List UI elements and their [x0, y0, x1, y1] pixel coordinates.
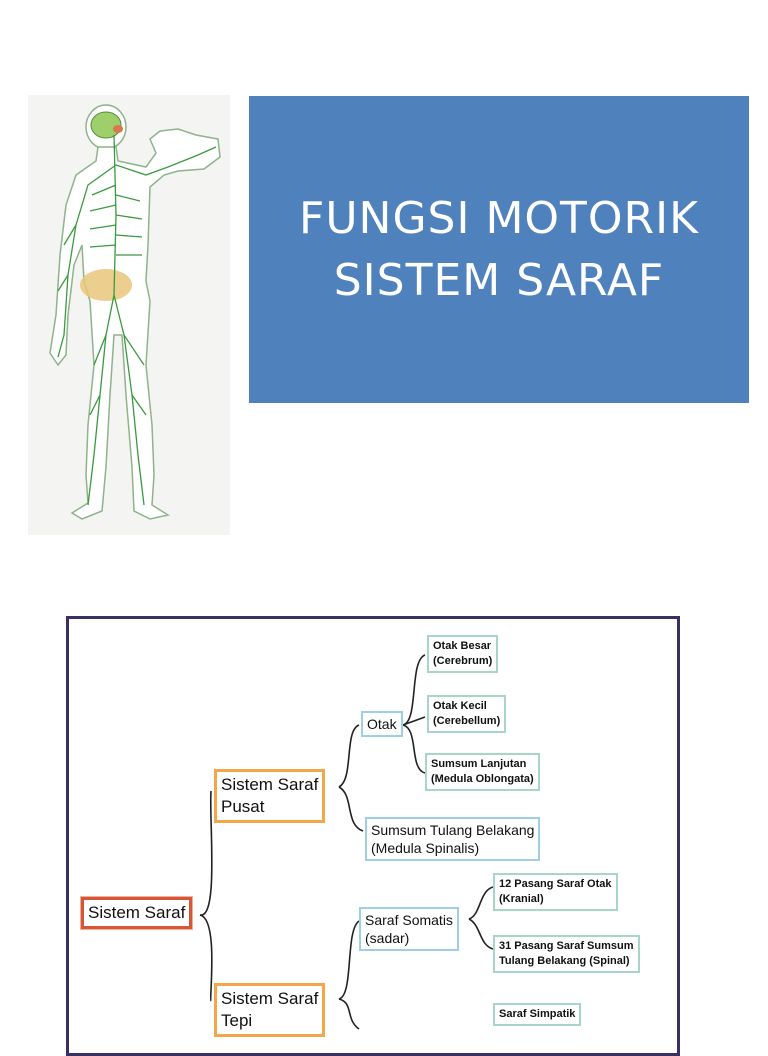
title-line-1: FUNGSI MOTORIK [299, 192, 699, 244]
node-otak-besar: Otak Besar (Cerebrum) [427, 635, 499, 673]
human-body-illustration [49, 104, 221, 520]
title-line-2: SISTEM SARAF [333, 254, 665, 306]
connector-lines [199, 654, 494, 1030]
node-saraf-simpatik: Saraf Simpatik [493, 1003, 582, 1026]
node-otak: Otak [361, 711, 403, 737]
node-sistem-saraf-pusat: Sistem Saraf Pusat [214, 769, 326, 823]
title-box: FUNGSI MOTORIK SISTEM SARAF [249, 96, 749, 403]
node-sistem-saraf-tepi: Sistem Saraf Tepi [214, 983, 326, 1037]
node-sumsum-tulang-belakang: Sumsum Tulang Belakang (Medula Spinalis) [365, 817, 541, 861]
node-saraf-somatis: Saraf Somatis (sadar) [359, 907, 459, 951]
node-sistem-saraf: Sistem Saraf [79, 896, 194, 930]
node-otak-kecil: Otak Kecil (Cerebellum) [427, 695, 507, 733]
node-saraf-kranial: 12 Pasang Saraf Otak (Kranial) [493, 873, 618, 911]
nervous-system-figure [28, 95, 230, 535]
nervous-system-diagram: Sistem Saraf Sistem Saraf Pusat Sistem S… [66, 616, 680, 1056]
node-saraf-spinal: 31 Pasang Saraf Sumsum Tulang Belakang (… [493, 935, 640, 973]
node-sumsum-lanjutan: Sumsum Lanjutan (Medula Oblongata) [425, 753, 540, 791]
